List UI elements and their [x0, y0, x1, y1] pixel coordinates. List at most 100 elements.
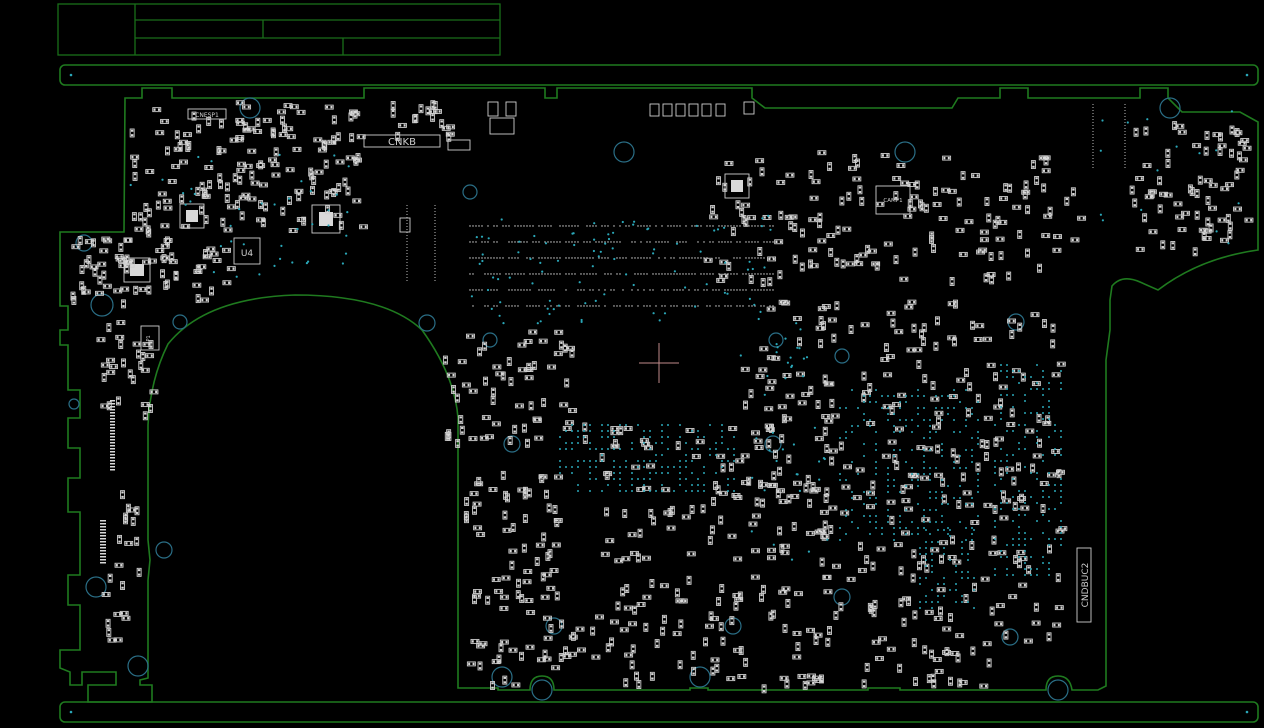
smd-part: [786, 494, 792, 504]
via: [771, 431, 775, 434]
smd-pad: [930, 232, 933, 235]
smd-pad: [343, 183, 347, 186]
smd-pad: [671, 507, 674, 510]
smd-pad: [92, 244, 95, 247]
via: [571, 472, 573, 474]
smd-pad: [113, 638, 116, 642]
smd-pad: [1206, 201, 1210, 204]
smd-pad: [733, 534, 736, 538]
smd-part: [993, 437, 999, 447]
chip-camp1[interactable]: CAMP1: [875, 185, 911, 215]
smd-pad: [711, 526, 714, 529]
smd-part: [722, 182, 728, 192]
smd-pad: [438, 110, 441, 113]
bga-pad: [697, 257, 699, 259]
smd-pad: [526, 440, 529, 443]
smd-pad: [771, 428, 774, 431]
smd-pad: [1236, 169, 1239, 172]
smd-part: [441, 125, 451, 131]
smd-part: [782, 623, 788, 633]
smd-pad: [971, 652, 975, 655]
smd-pad: [910, 195, 913, 199]
via: [291, 261, 294, 264]
smd-pad: [752, 431, 755, 435]
smd-pad: [486, 435, 489, 438]
smd-part: [916, 445, 926, 451]
smd-pad: [538, 658, 541, 661]
via: [919, 547, 921, 549]
smd-part: [901, 617, 907, 627]
part-sp1[interactable]: SP1: [140, 325, 160, 351]
bga-pad: [520, 289, 522, 291]
smd-pad: [1032, 165, 1035, 168]
bga-pad: [478, 225, 480, 227]
smd-pad: [902, 164, 905, 167]
bga-pad: [514, 225, 516, 227]
smd-pad: [510, 562, 514, 565]
smd-part: [733, 556, 743, 562]
smd-pad: [1161, 241, 1164, 244]
chip-u4[interactable]: U4: [233, 237, 261, 265]
smd-pad: [121, 582, 124, 585]
connector-cnkb[interactable]: CNKB: [363, 134, 441, 148]
smd-part: [998, 251, 1004, 261]
via: [607, 233, 610, 236]
smd-part: [1030, 312, 1040, 318]
smd-part: [136, 349, 141, 359]
via: [857, 407, 859, 409]
smd-pad: [967, 409, 970, 412]
smd-pad: [919, 205, 922, 208]
smd-part: [892, 454, 898, 464]
smd-pad: [823, 375, 827, 378]
via: [869, 425, 871, 427]
smd-part: [718, 515, 724, 525]
bga-pad: [715, 305, 717, 307]
smd-pad: [930, 611, 933, 614]
smd-pad: [125, 287, 128, 291]
smd-part: [1244, 217, 1254, 223]
smd-pad: [761, 283, 765, 286]
smd-pad: [560, 341, 563, 344]
smd-pad: [712, 502, 715, 505]
smd-part: [765, 385, 775, 391]
via: [161, 178, 164, 181]
smd-part: [1163, 192, 1173, 198]
smd-part: [101, 372, 107, 382]
smd-pad: [87, 290, 90, 294]
smd-pad: [743, 675, 746, 678]
smd-pad: [915, 195, 918, 199]
smd-pad: [133, 173, 137, 176]
smd-part: [1077, 215, 1087, 221]
smd-pad: [134, 287, 137, 290]
smd-pad: [147, 234, 150, 237]
via: [637, 460, 639, 462]
connector-cndbuc2[interactable]: CNDBUC2: [1076, 547, 1092, 623]
smd-pad: [663, 616, 666, 619]
smd-pad: [200, 206, 203, 209]
smd-pad: [120, 336, 123, 339]
smd-pad: [814, 641, 818, 644]
bga-pad: [586, 257, 588, 259]
smd-part: [643, 622, 649, 632]
smd-pad: [1012, 319, 1015, 323]
smd-part: [910, 473, 920, 479]
cndbuc2-label: CNDBUC2: [1081, 563, 1091, 608]
smd-pad: [529, 406, 533, 409]
smd-pad: [1082, 217, 1085, 220]
smd-part: [758, 479, 763, 489]
via: [344, 252, 348, 255]
smd-part: [1051, 372, 1061, 378]
smd-pad: [720, 589, 723, 592]
smd-pad: [569, 653, 572, 656]
via: [863, 503, 865, 505]
smd-pad: [754, 522, 757, 526]
smd-part: [792, 654, 802, 660]
smd-pad: [1031, 429, 1034, 433]
via: [941, 449, 943, 451]
smd-pad: [834, 506, 837, 510]
smd-pad: [819, 344, 822, 347]
smd-part: [1234, 170, 1240, 180]
smd-part: [115, 334, 125, 340]
